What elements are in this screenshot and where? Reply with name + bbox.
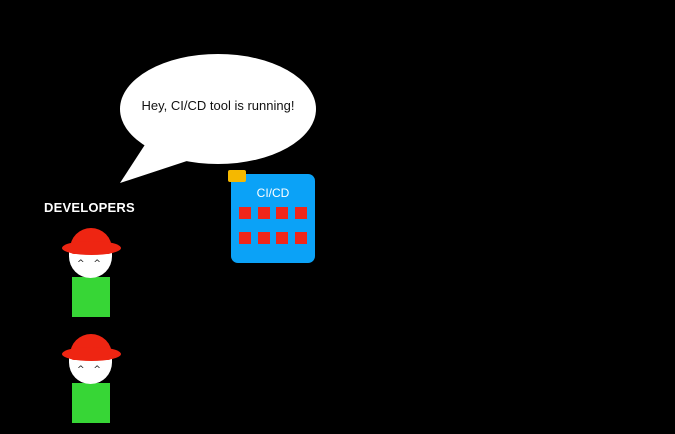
job-square-icon [257,232,270,244]
smiling-eyes-icon: ^ ^ [77,365,104,375]
developer-figure-1: ^ ^ [62,228,122,320]
job-square-icon [257,207,270,219]
cicd-label: CI/CD [256,186,290,200]
job-square-icon [276,207,288,219]
job-square-icon [294,232,307,244]
hat-brim [62,347,121,361]
cicd-job-grid [239,207,311,244]
cicd-folder-tab [228,170,246,182]
smiling-eyes-icon: ^ ^ [77,259,104,269]
hat-brim [62,241,121,255]
job-square-icon [239,232,251,244]
developer-figure-2: ^ ^ [62,334,122,426]
job-square-icon [239,207,251,219]
job-square-icon [294,207,307,219]
speech-bubble-text: Hey, CI/CD tool is running! [141,98,295,113]
job-square-icon [276,232,288,244]
developer-body [72,277,110,317]
cicd-tool-box: CI/CD [231,174,315,263]
developers-label: DEVELOPERS [44,200,135,215]
speech-bubble [120,54,316,183]
developer-body [72,383,110,423]
